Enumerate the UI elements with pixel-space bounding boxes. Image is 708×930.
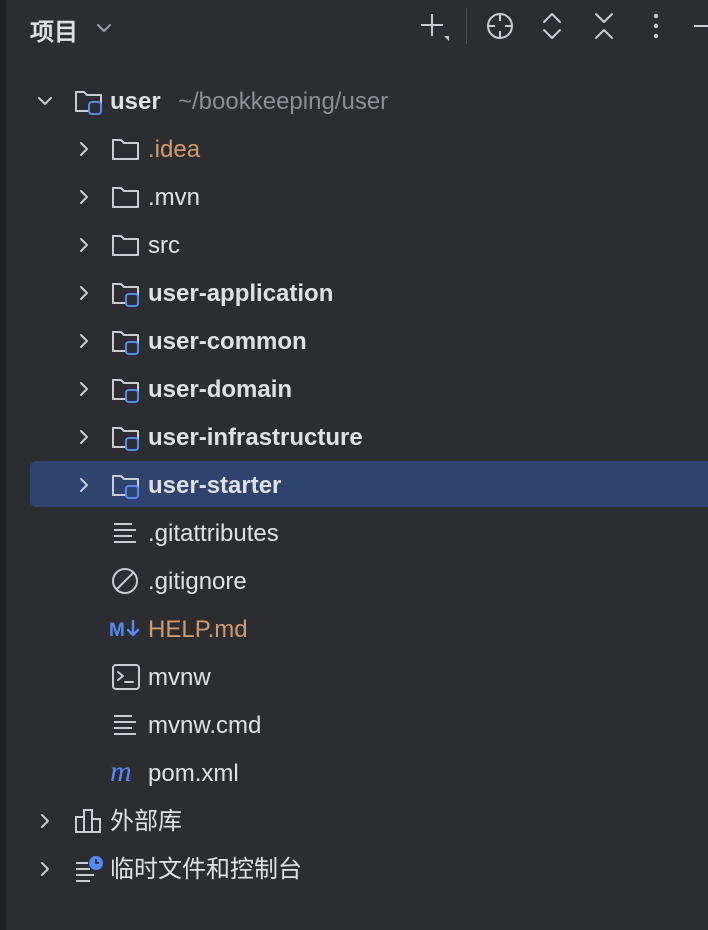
module-folder-icon [112,475,139,499]
folder-icon [112,187,139,208]
tree-item-label: user-domain [148,376,293,403]
minimize-button[interactable] [688,10,708,42]
ignore-file-icon [112,568,138,594]
folder-icon [112,139,139,160]
locate-icon [487,13,513,39]
tree-item-label: HELP.md [148,616,248,643]
chevron-right-icon[interactable] [35,859,55,879]
project-header: 项目 [0,0,708,56]
svg-text:m: m [110,759,132,787]
tree-item-label: mvnw [148,664,211,691]
tree-row-mvnw-cmd[interactable]: mvnw.cmd [30,702,708,748]
markdown-icon: M [109,619,140,641]
tree-item-label: .idea [148,136,201,163]
collapse-all-button[interactable] [588,10,620,42]
tree-row-gitattributes[interactable]: .gitattributes [30,510,708,556]
tree-row-mvn[interactable]: .mvn [30,174,708,220]
tree-row-user-starter[interactable]: user-starter [30,461,708,507]
scratches-icon [76,856,103,882]
chevron-right-icon[interactable] [74,283,94,303]
chevron-right-icon[interactable] [74,235,94,255]
tree-row-user-application[interactable]: user-application [30,270,708,316]
more-icon [653,13,659,39]
tree-row-idea[interactable]: .idea [30,126,708,172]
chevron-right-icon[interactable] [74,187,94,207]
tree-row-src[interactable]: src [30,222,708,268]
add-icon [421,14,449,41]
chevron-right-icon[interactable] [74,475,94,495]
tree-row-help-md[interactable]: M HELP.md [30,606,708,652]
text-file-icon [114,715,136,735]
tree-row-gitignore[interactable]: .gitignore [30,558,708,604]
tree-row-user-infrastructure[interactable]: user-infrastructure [30,414,708,460]
more-options-button[interactable] [640,10,672,42]
text-file-icon [114,523,136,543]
tree-item-label: user-infrastructure [148,424,363,451]
tree-item-label: user-common [148,328,307,355]
panel-title[interactable]: 项目 [30,19,78,46]
tree-root-label: user [110,88,161,115]
chevron-down-icon[interactable] [94,18,114,38]
tree-row-user-domain[interactable]: user-domain [30,366,708,412]
toolbar-separator [466,8,467,44]
module-folder-icon [112,331,139,355]
tree-item-label: pom.xml [148,760,239,787]
tree-row-pom-xml[interactable]: m pom.xml [30,750,708,796]
collapse-all-icon [595,13,613,39]
minimize-icon [694,25,708,27]
tree-row-root[interactable]: user ~/bookkeeping/user [30,78,708,124]
module-folder-icon [112,283,139,307]
chevron-right-icon[interactable] [74,379,94,399]
svg-text:M: M [109,620,125,641]
tree-item-label: src [148,232,180,259]
tree-item-label: 临时文件和控制台 [110,856,302,883]
tree-root-path: ~/bookkeeping/user [178,88,389,115]
module-folder-icon [75,91,102,115]
tree-item-label: mvnw.cmd [148,712,262,739]
tree-item-label: .mvn [148,184,201,211]
chevron-right-icon[interactable] [74,331,94,351]
tree-item-label: user-starter [148,472,282,499]
library-icon [75,809,101,833]
module-folder-icon [112,379,139,403]
expand-all-button[interactable] [536,10,568,42]
chevron-right-icon[interactable] [74,427,94,447]
tree-row-external-libraries[interactable]: 外部库 [30,798,708,844]
expand-all-icon [543,13,561,39]
left-edge [0,0,6,930]
tree-item-label: .gitattributes [148,520,279,547]
folder-icon [112,235,139,256]
tree-row-scratches[interactable]: 临时文件和控制台 [30,846,708,892]
shell-script-icon [112,664,140,690]
tree-item-label: 外部库 [110,808,182,835]
locate-button[interactable] [484,10,516,42]
tree-item-label: .gitignore [148,568,247,595]
chevron-right-icon[interactable] [74,139,94,159]
tree-row-user-common[interactable]: user-common [30,318,708,364]
tree-row-mvnw[interactable]: mvnw [30,654,708,700]
module-folder-icon [112,427,139,451]
chevron-down-icon[interactable] [35,91,55,111]
maven-icon: m [110,759,132,787]
chevron-right-icon[interactable] [35,811,55,831]
add-button[interactable] [418,10,450,42]
tree-item-label: user-application [148,280,334,307]
